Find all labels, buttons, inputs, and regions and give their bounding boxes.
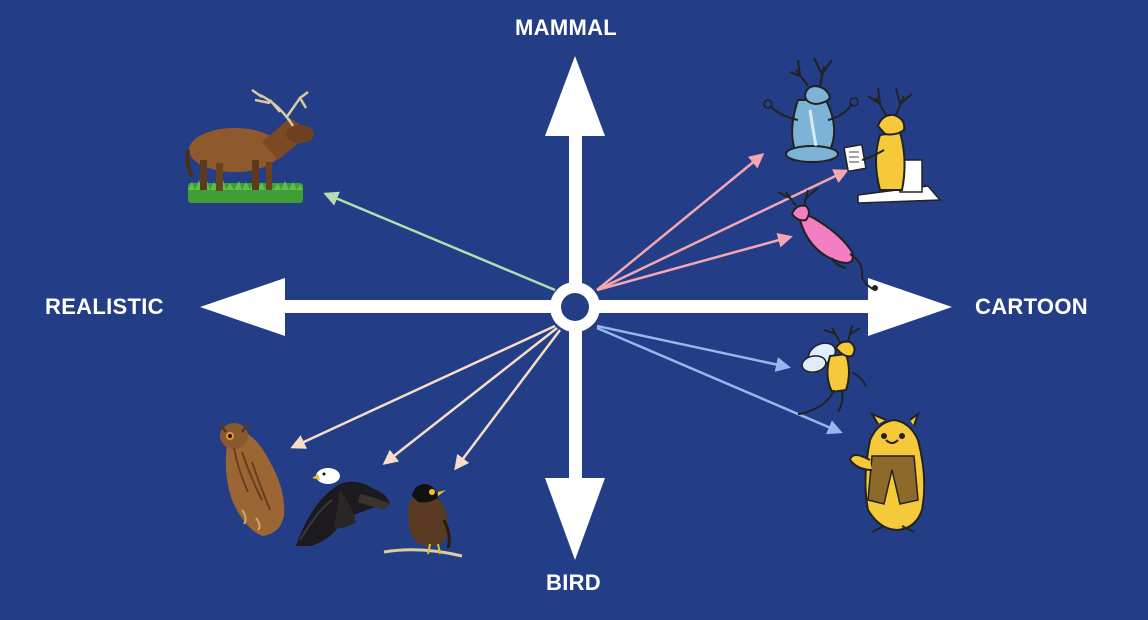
owl-photo-icon [218,423,285,536]
arrow-to-cartoon-owl [596,326,843,435]
right-arrowhead [868,278,952,336]
arrow-to-realistic-owl [290,324,556,449]
pink-deer-cartoon-icon [777,187,878,291]
elk-photo-icon [185,88,314,203]
arrow-to-realistic-myna [454,329,561,471]
arrow-to-realistic-eagle [382,327,558,465]
arrow-to-realistic-elk [323,191,556,292]
axes [200,56,952,560]
axis-label-mammal: MAMMAL [515,15,617,40]
eagle-photo-icon [296,468,390,546]
bottom-arrowhead [545,478,605,560]
owl-cartoon-icon [848,411,926,533]
arrow-to-pink-deer [596,232,793,292]
arrow-to-blue-deer [596,153,765,291]
axis-label-cartoon: CARTOON [975,294,1088,319]
axis-label-bird: BIRD [546,570,601,595]
arrow-to-yellow-deer [596,169,849,292]
arrow-to-winged-deer [596,324,791,372]
axis-label-realistic: REALISTIC [45,294,164,319]
origin-hole [561,293,589,321]
myna-photo-icon [383,484,463,558]
blue-deer-cartoon-icon [763,57,859,163]
top-arrowhead [545,56,605,136]
yellow-deer-cartoon-icon [843,87,942,204]
arrows [290,153,849,471]
left-arrowhead [200,278,285,336]
winged-deer-cartoon-icon [797,325,867,415]
